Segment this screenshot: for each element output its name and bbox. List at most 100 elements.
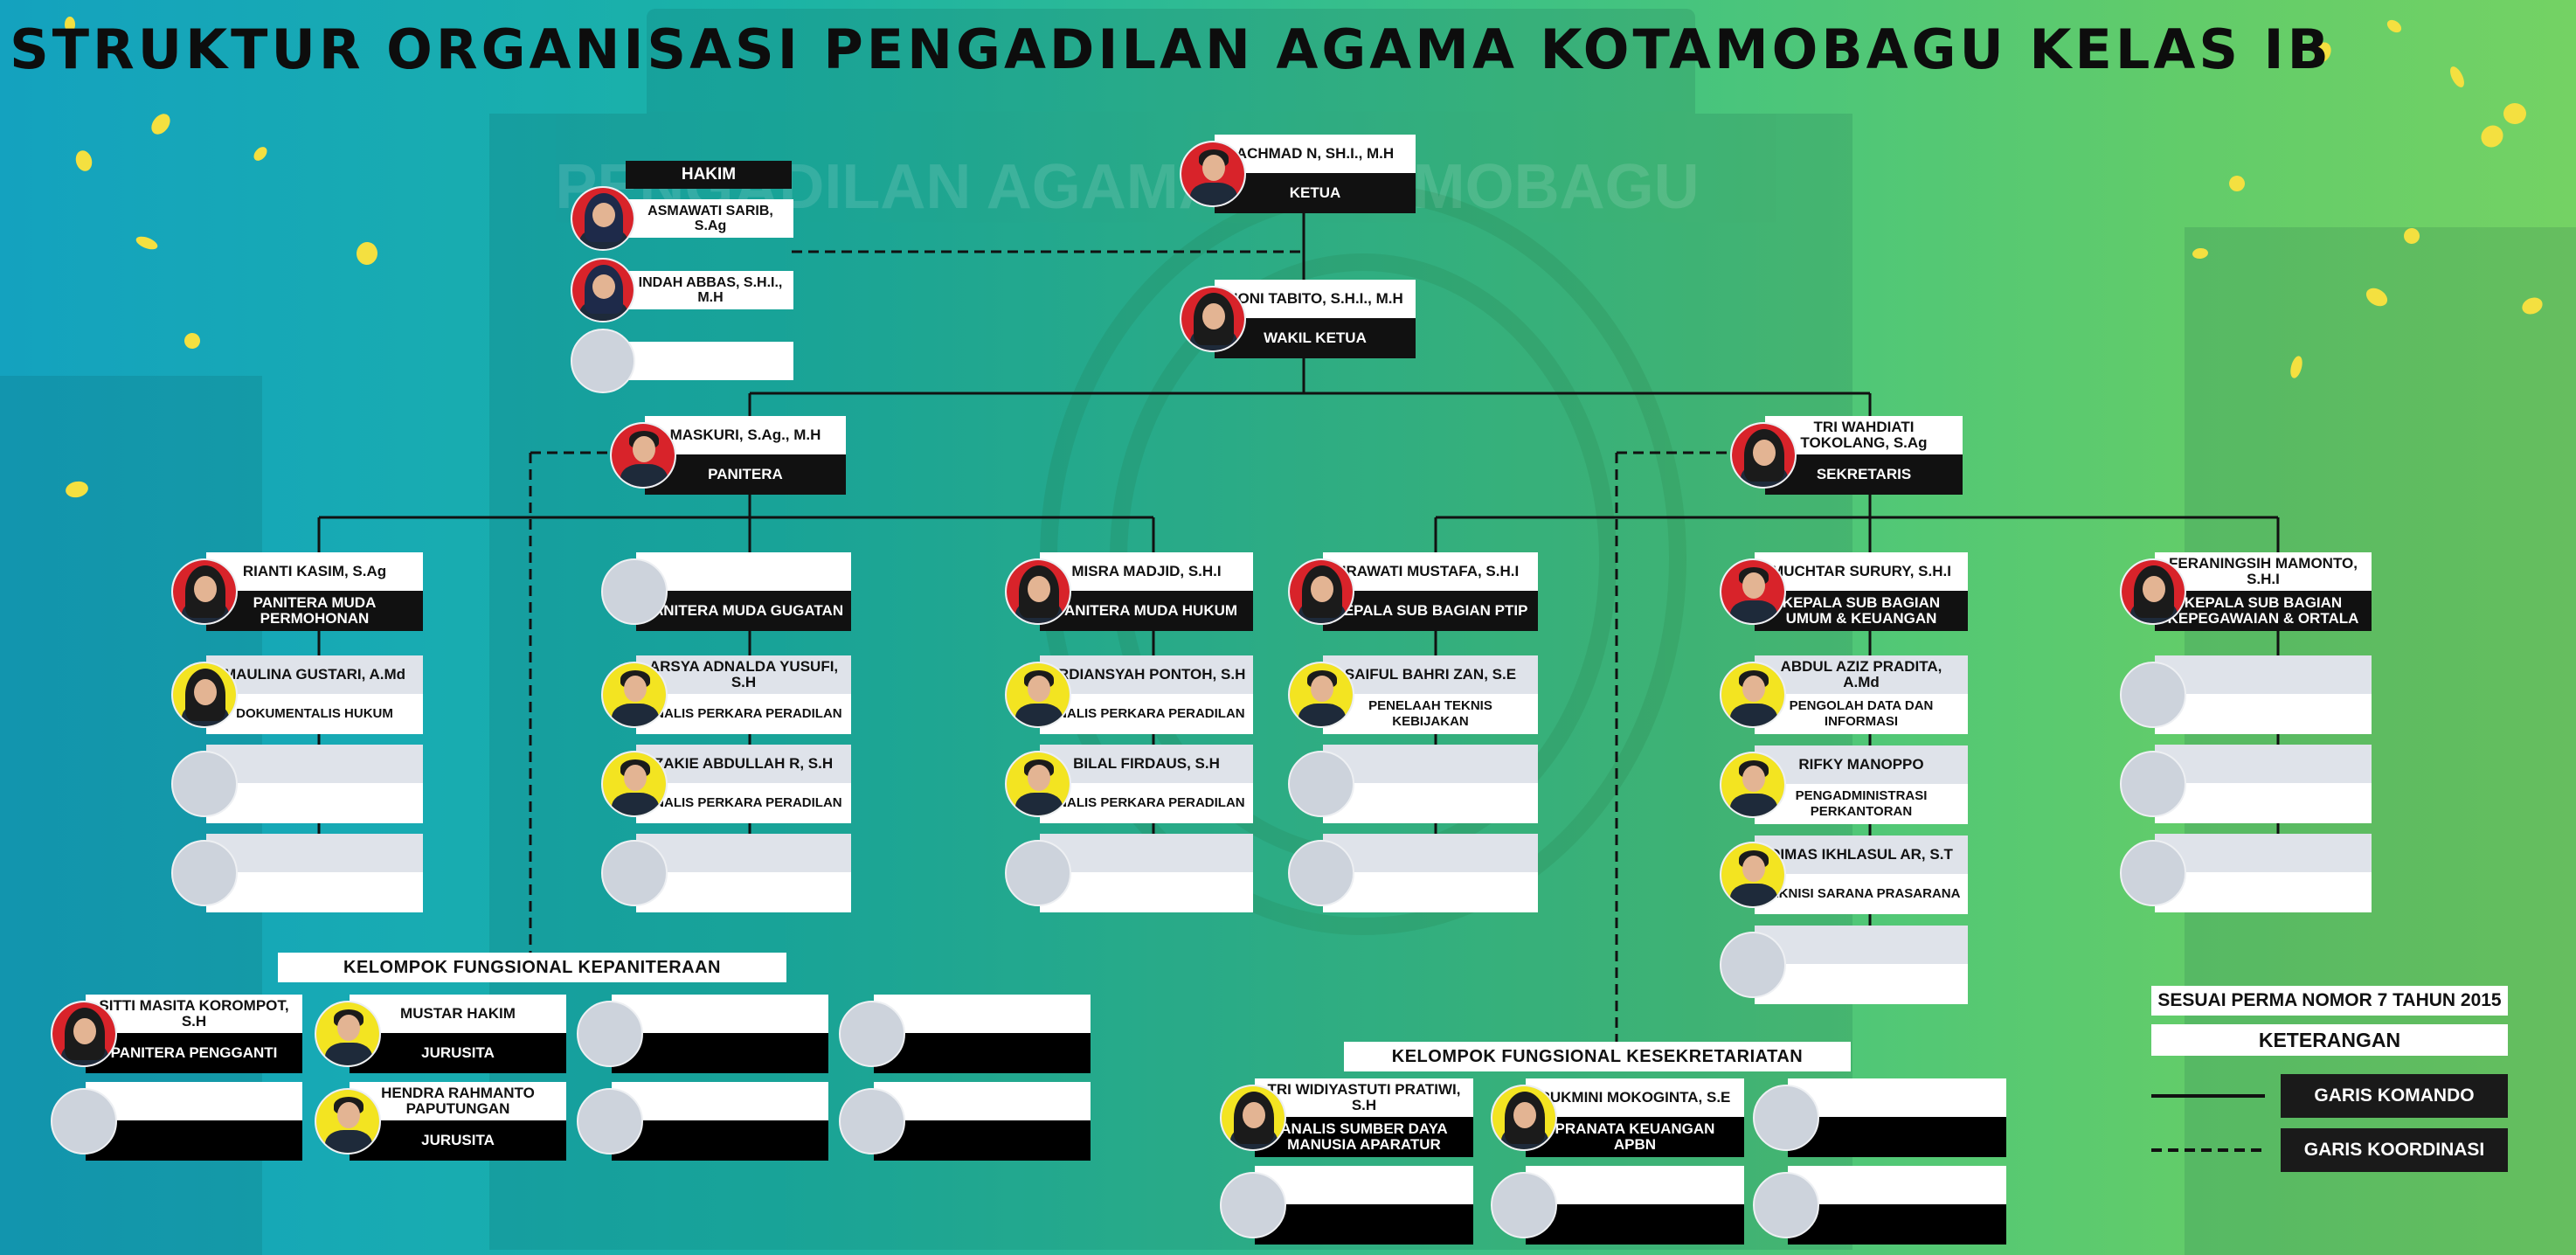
hakim-card[interactable]: ASMAWATI SARIB, S.Ag xyxy=(571,186,793,251)
ketua-card[interactable]: ACHMAD N, SH.I., M.H KETUA xyxy=(1180,135,1416,213)
person-name xyxy=(1755,926,1968,964)
person-role xyxy=(636,872,851,912)
person-name: MISRA MADJID, S.H.I xyxy=(1040,552,1253,591)
person-role: KEPALA SUB BAGIAN KEPEGAWAIAN & ORTALA xyxy=(2155,591,2372,631)
empty-position-card[interactable] xyxy=(1720,926,1968,1004)
person-name xyxy=(612,1082,828,1120)
person-role: JURUSITA xyxy=(350,1033,566,1073)
avatar-placeholder xyxy=(1753,1172,1819,1238)
person-role: WAKIL KETUA xyxy=(1215,318,1416,358)
empty-fungsional-card[interactable] xyxy=(1220,1166,1473,1245)
avatar xyxy=(1720,662,1786,728)
person-name xyxy=(1526,1166,1744,1204)
avatar xyxy=(171,662,238,728)
person-name: SAIFUL BAHRI ZAN, S.E xyxy=(1323,655,1538,694)
empty-position-card[interactable] xyxy=(601,834,851,912)
confetti-dot xyxy=(2450,66,2464,87)
person-name xyxy=(86,1082,302,1120)
confetti-dot xyxy=(356,242,378,265)
empty-position-card[interactable] xyxy=(2120,834,2372,912)
confetti-dot xyxy=(2503,102,2526,125)
confetti-dot xyxy=(2365,288,2388,307)
hakim-card[interactable]: INDAH ABBAS, S.H.I., M.H xyxy=(571,258,793,322)
empty-fungsional-card[interactable] xyxy=(51,1082,302,1161)
unit-head-card[interactable]: PANITERA MUDA GUGATAN xyxy=(601,552,851,631)
person-name xyxy=(206,834,423,872)
empty-position-card[interactable] xyxy=(171,834,423,912)
empty-position-card[interactable] xyxy=(1288,834,1538,912)
person-name xyxy=(636,552,851,591)
avatar xyxy=(1491,1085,1557,1151)
empty-position-card[interactable] xyxy=(2120,745,2372,823)
confetti-dot xyxy=(2386,19,2402,33)
sekretaris-card[interactable]: TRI WAHDIATI TOKOLANG, S.Ag SEKRETARIS xyxy=(1730,416,1963,495)
wakil-ketua-card[interactable]: NONI TABITO, S.H.I., M.H WAKIL KETUA xyxy=(1180,280,1416,358)
person-name xyxy=(612,995,828,1033)
person-role: ANALIS PERKARA PERADILAN xyxy=(1040,694,1253,734)
avatar xyxy=(1720,842,1786,908)
person-role: SEKRETARIS xyxy=(1765,454,1963,495)
person-name xyxy=(627,342,793,380)
person-role xyxy=(86,1120,302,1161)
person-name xyxy=(1788,1166,2006,1204)
avatar-placeholder xyxy=(839,1088,905,1154)
avatar-placeholder xyxy=(1720,932,1786,998)
empty-fungsional-card[interactable] xyxy=(1753,1078,2006,1157)
person-role: KEPALA SUB BAGIAN PTIP xyxy=(1323,591,1538,631)
person-role: PANITERA xyxy=(645,454,846,495)
person-name xyxy=(1323,745,1538,783)
empty-fungsional-card[interactable] xyxy=(577,1082,828,1161)
empty-position-card[interactable] xyxy=(2120,655,2372,734)
empty-fungsional-card[interactable] xyxy=(577,995,828,1073)
empty-fungsional-card[interactable] xyxy=(1753,1166,2006,1245)
panitera-card[interactable]: MASKURI, S.Ag., M.H PANITERA xyxy=(610,416,846,495)
person-name xyxy=(636,834,851,872)
avatar xyxy=(571,186,635,251)
empty-position-card[interactable] xyxy=(171,745,423,823)
person-name: ASMAWATI SARIB, S.Ag xyxy=(627,199,793,238)
empty-fungsional-card[interactable] xyxy=(1491,1166,1744,1245)
person-name: SITTI MASITA KOROMPOT, S.H xyxy=(86,995,302,1033)
avatar xyxy=(571,258,635,322)
avatar-placeholder xyxy=(601,840,668,906)
person-role: PENELAAH TEKNIS KEBIJAKAN xyxy=(1323,694,1538,734)
person-role xyxy=(1323,783,1538,823)
confetti-dot xyxy=(65,17,75,32)
avatar-placeholder xyxy=(2120,840,2186,906)
person-role: PENGOLAH DATA DAN INFORMASI xyxy=(1755,694,1968,734)
empty-fungsional-card[interactable] xyxy=(839,1082,1091,1161)
avatar xyxy=(601,751,668,817)
avatar xyxy=(1720,752,1786,818)
person-name: ARDIANSYAH PONTOH, S.H xyxy=(1040,655,1253,694)
empty-fungsional-card[interactable] xyxy=(839,995,1091,1073)
legend-garis-komando: GARIS KOMANDO xyxy=(2281,1074,2508,1118)
person-role: JURUSITA xyxy=(350,1120,566,1161)
empty-position-card[interactable] xyxy=(1288,745,1538,823)
confetti-dot xyxy=(2229,176,2245,191)
hakim-card-empty[interactable] xyxy=(571,329,793,393)
empty-position-card[interactable] xyxy=(1005,834,1253,912)
avatar xyxy=(1220,1085,1286,1151)
person-role: KEPALA SUB BAGIAN UMUM & KEUANGAN xyxy=(1755,591,1968,631)
person-role xyxy=(612,1033,828,1073)
person-name xyxy=(1788,1078,2006,1117)
